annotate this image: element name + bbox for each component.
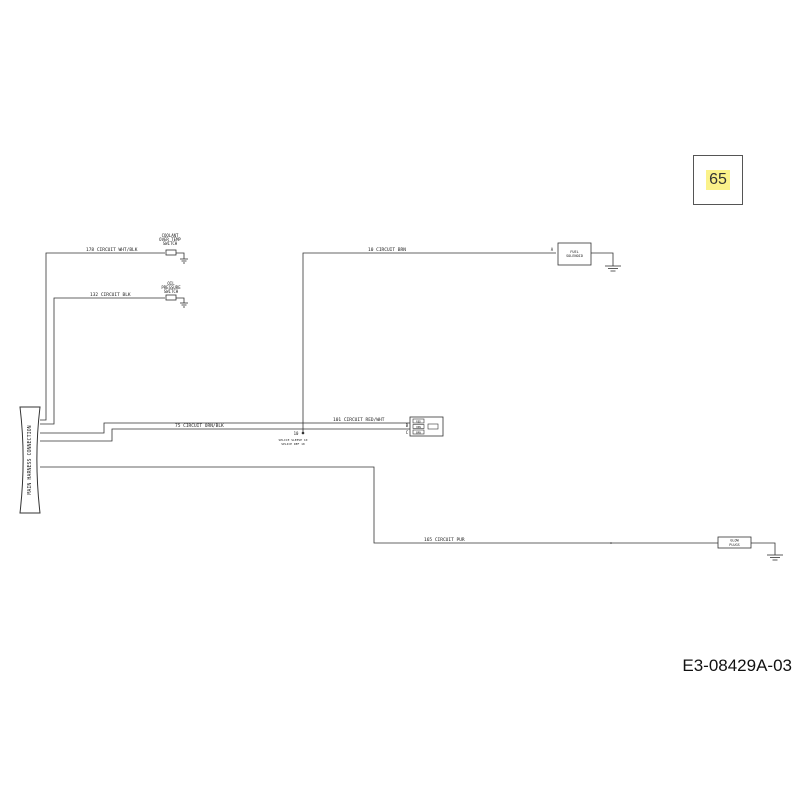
wire-132 (40, 297, 165, 425)
wire-165 (40, 466, 718, 544)
coolant-switch-label-3: SWITCH (163, 241, 178, 246)
circuit-75-label: 75 CIRCUIT ORN/BLK (175, 423, 224, 429)
circuit-101-label: 101 CIRCUIT RED/WHT (333, 417, 385, 423)
circuit-178-label: 178 CIRCUIT WHT/BLK (86, 247, 138, 253)
wire-75 (40, 428, 410, 442)
relay-pin-1: RED (416, 419, 421, 423)
pin-c-label: C (406, 430, 409, 435)
oil-switch-label-2: PRESSURE (161, 285, 181, 290)
circuit-10-label: 10 CIRCUIT BRN (368, 247, 406, 253)
wire-178 (40, 252, 165, 421)
glow-plugs: GLOW PLUGS (610, 536, 783, 561)
oil-switch: OIL PRESSURE SWITCH (161, 281, 188, 308)
splice-point: 10 SPLICE SLEEVE 10 SPLICE REF 10 (279, 431, 308, 446)
coolant-switch-label-2: OVER TEMP (159, 237, 181, 242)
connector-label: MAIN HARNESS CONNECTION (27, 425, 33, 494)
circuit-132-label: 132 CIRCUIT BLK (90, 292, 131, 298)
splice-note-1: SPLICE SLEEVE 10 (279, 438, 308, 442)
page-number: 65 (706, 170, 730, 190)
wire-10 (302, 252, 556, 434)
pin-b-label: B (406, 423, 409, 428)
oil-switch-label-3: SWITCH (164, 289, 179, 294)
relay-connector: RED ORN BRN B C (406, 416, 444, 437)
fuel-solenoid: FUEL SOLENOID A (551, 242, 621, 272)
splice-marker: 10 (294, 431, 299, 436)
main-harness-connector (19, 406, 41, 514)
page-number-badge: 65 (693, 155, 743, 205)
relay-pin-2: ORN (416, 425, 421, 429)
coolant-switch: COOLANT OVER TEMP SWITCH (159, 233, 188, 264)
circuit-165-label: 165 CIRCUIT PUR (424, 537, 465, 543)
oil-switch-label-1: OIL (167, 281, 175, 286)
glow-plugs-label-2: PLUGS (729, 543, 740, 547)
fuel-solenoid-label-2: SOLENOID (566, 254, 583, 258)
coolant-switch-label-1: COOLANT (162, 233, 179, 238)
glow-plugs-label-1: GLOW (730, 539, 739, 543)
fuel-solenoid-label-1: FUEL (570, 250, 578, 254)
pin-a-label: A (551, 247, 554, 252)
wire-101 (40, 422, 410, 434)
relay-pin-3: BRN (416, 430, 421, 434)
drawing-id: E3-08429A-03 (682, 656, 792, 675)
splice-note-2: SPLICE REF 10 (281, 442, 305, 446)
